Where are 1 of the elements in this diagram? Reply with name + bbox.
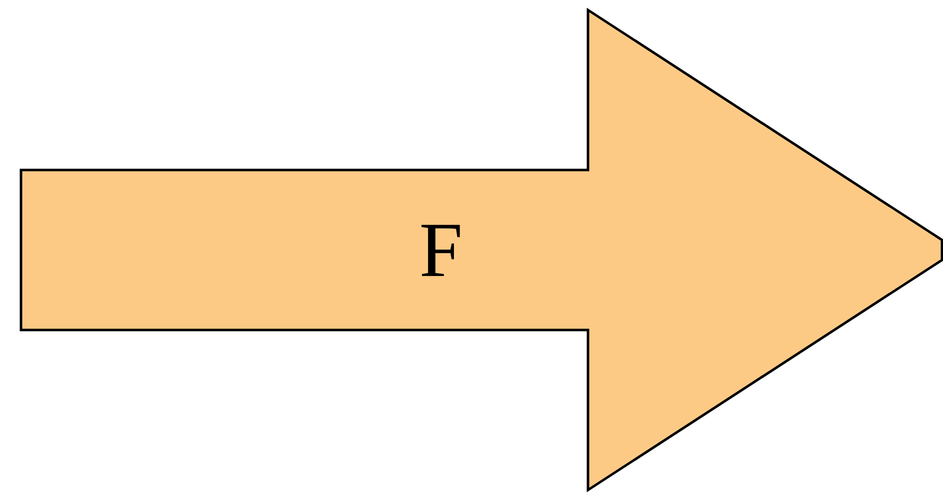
force-label: F xyxy=(419,211,463,289)
